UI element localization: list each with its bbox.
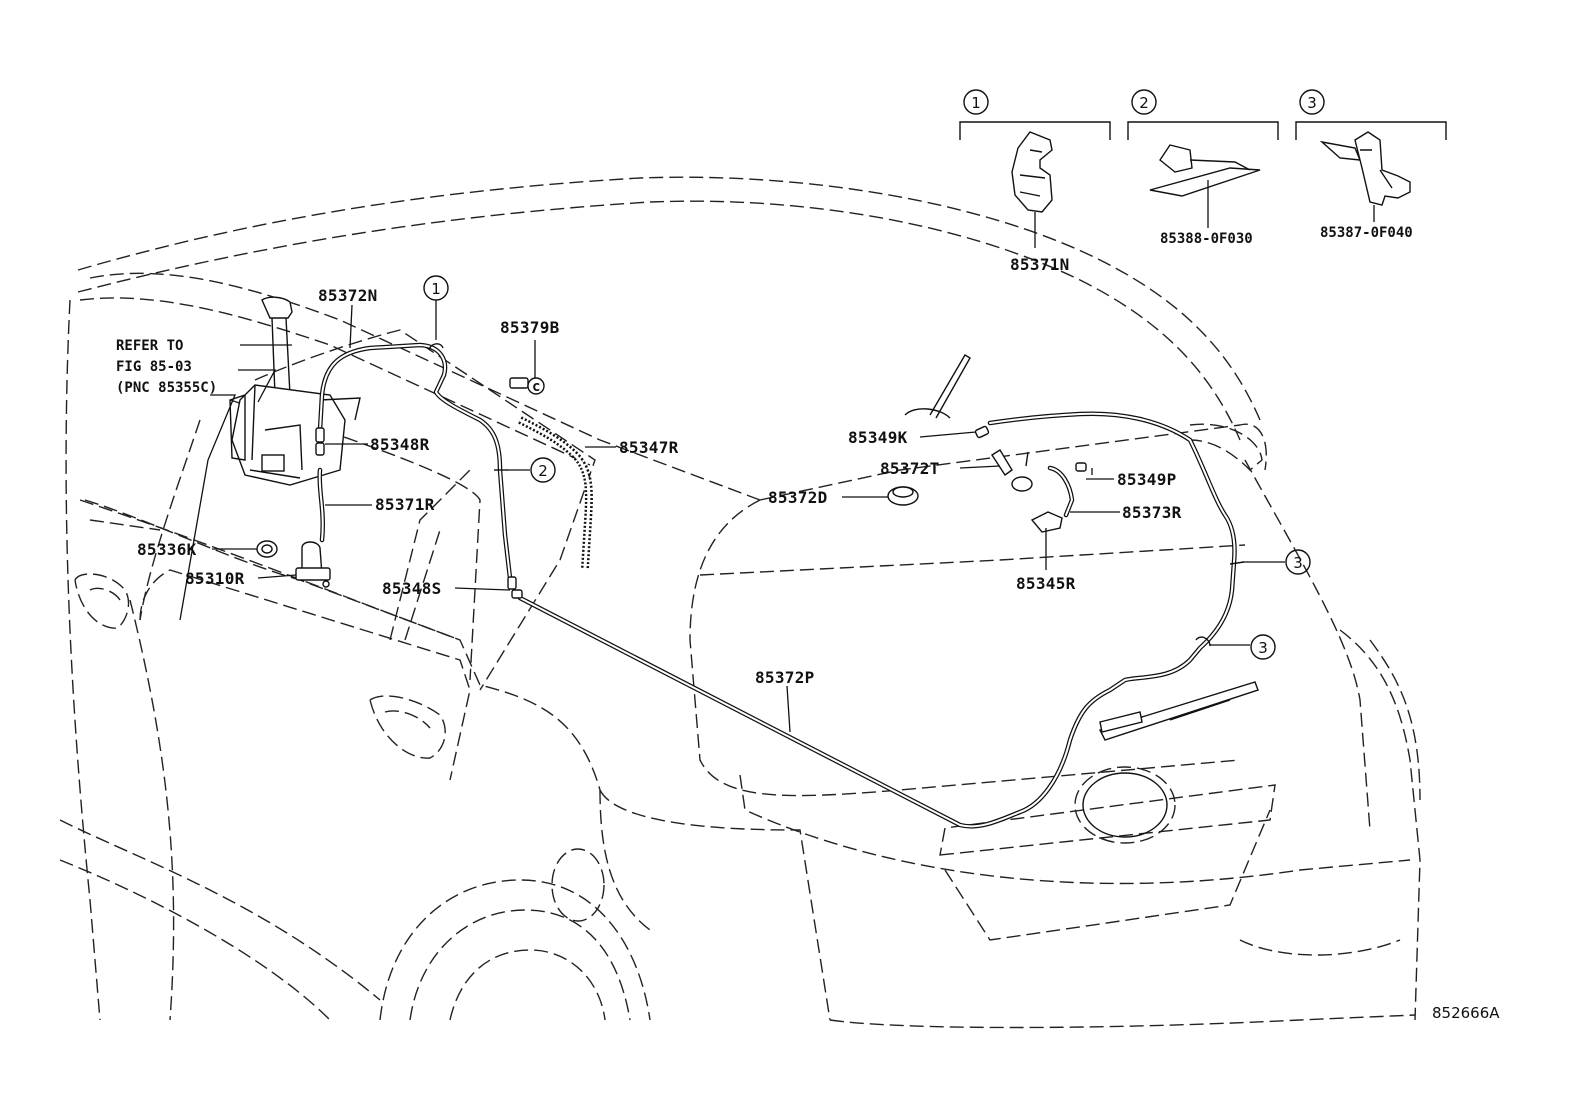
clip-callout-2 (530, 457, 556, 483)
label-85347r: 85347R (619, 438, 679, 457)
label-85372t: 85372T (880, 459, 940, 478)
label-85336k: 85336K (137, 540, 197, 559)
clip-85388-drawing (1149, 144, 1261, 228)
clip-callout-3a-number: 3 (1293, 554, 1303, 572)
label-85372n: 85372N (318, 286, 378, 305)
refer-note: REFER TO FIG 85-03 (PNC 85355C) (116, 338, 217, 396)
label-85372d: 85372D (768, 488, 828, 507)
clip-callout-1-number: 1 (431, 280, 441, 298)
note-line-1: REFER TO (116, 338, 183, 354)
legend-callout-3 (1299, 89, 1325, 115)
note-line-2: FIG 85-03 (116, 359, 192, 375)
label-85345r: 85345R (1016, 574, 1076, 593)
hose-clips (429, 343, 1245, 647)
plug: c (509, 377, 545, 395)
legend-part-85371n: 85371N (1010, 255, 1070, 274)
clip-85387-drawing (1319, 131, 1411, 222)
vehicle-body-outline (59, 176, 1421, 1029)
clip-legend: 1 2 3 85371N 85388-0F030 85387-0F040 (959, 89, 1447, 274)
figure-id: 852666A (1432, 1004, 1500, 1022)
label-85348r: 85348R (370, 435, 430, 454)
hose-connectors (315, 425, 1087, 599)
clip-callout-3b-number: 3 (1258, 639, 1268, 657)
legend-part-85388-0f030: 85388-0F030 (1160, 231, 1253, 247)
grommet (256, 540, 278, 558)
label-85372p: 85372P (755, 668, 815, 687)
note-line-3: (PNC 85355C) (116, 380, 217, 396)
legend-callout-1 (963, 89, 989, 115)
leader-lines (179, 300, 1285, 733)
label-85349k: 85349K (848, 428, 908, 447)
corrugated-tube (518, 416, 593, 569)
rear-washer-nozzle (991, 449, 1063, 533)
label-85310r: 85310R (185, 569, 245, 588)
washer-hoses (317, 342, 1237, 829)
clip-callout-3a (1285, 549, 1311, 575)
clip-callout-3b (1250, 634, 1276, 660)
legend-number-2: 2 (1139, 94, 1149, 112)
rear-wiper (1099, 681, 1259, 741)
legend-callout-2 (1131, 89, 1157, 115)
svg-text:c: c (532, 379, 540, 395)
label-85348s: 85348S (382, 579, 442, 598)
washer-tank (229, 296, 361, 486)
washer-pump (295, 541, 331, 588)
hose-clip-callouts: 1 2 3 3 (423, 275, 1311, 660)
label-85371r: 85371R (375, 495, 435, 514)
grommet-85372d (887, 486, 919, 506)
part-labels: 85372N 85379B 85348R 85347R 85371R 85336… (137, 286, 1182, 687)
legend-number-3: 3 (1307, 94, 1317, 112)
label-85349p: 85349P (1117, 470, 1177, 489)
clip-callout-1 (423, 275, 449, 301)
clip-85371n-drawing (1011, 131, 1053, 248)
antenna (904, 354, 971, 419)
label-85373r: 85373R (1122, 503, 1182, 522)
clip-callout-2-number: 2 (538, 462, 548, 480)
legend-part-85387-0f040: 85387-0F040 (1320, 225, 1413, 241)
label-85379b: 85379B (500, 318, 560, 337)
legend-number-1: 1 (971, 94, 981, 112)
